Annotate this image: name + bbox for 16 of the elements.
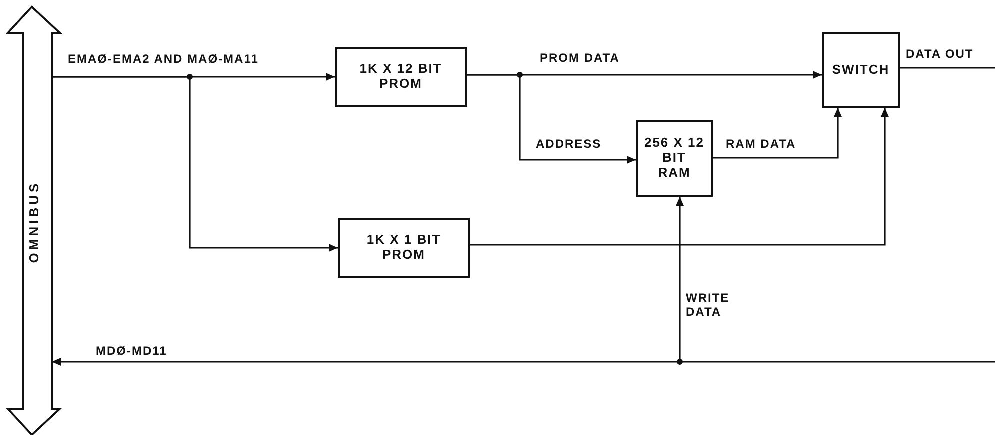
block-box xyxy=(335,47,467,107)
signal-line xyxy=(900,67,995,69)
arrow xyxy=(470,108,889,246)
block-box xyxy=(338,218,470,278)
arrow xyxy=(467,74,636,164)
arrow xyxy=(52,76,338,252)
block-label: SWITCH xyxy=(832,62,890,78)
arrow xyxy=(713,108,842,159)
block-label: 1K X 12 BIT PROM xyxy=(358,62,444,92)
block-box xyxy=(636,120,713,197)
block-label: 1K X 1 BIT PROM xyxy=(366,233,442,263)
block-box xyxy=(822,32,900,108)
arrow xyxy=(676,197,684,362)
block-label: 256 X 12 BIT RAM xyxy=(644,136,705,181)
bus-label: OMNIBUS xyxy=(26,180,42,264)
arrow xyxy=(52,358,995,366)
